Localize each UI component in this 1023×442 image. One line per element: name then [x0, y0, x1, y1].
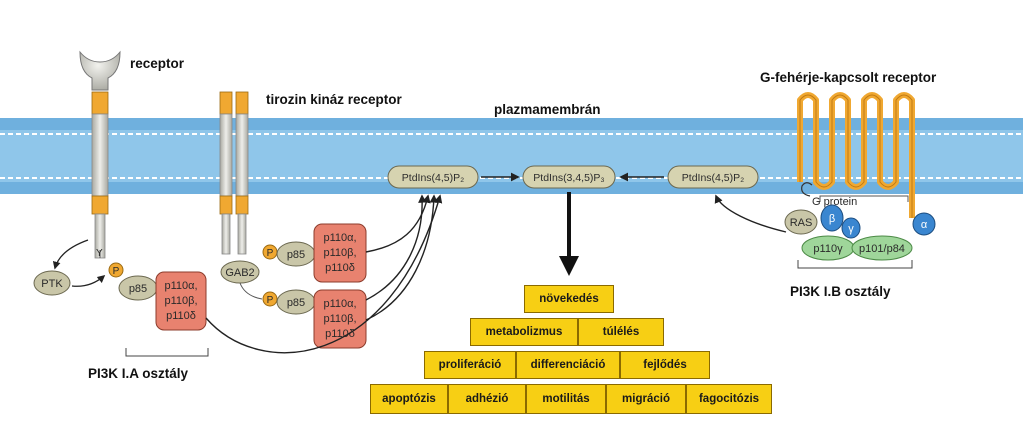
p85-3-label: p85: [287, 297, 305, 309]
p110-box-2: [313, 223, 367, 283]
outcome-apoptozis: apoptózis: [370, 384, 448, 414]
p110a-2: p110α,: [323, 232, 356, 244]
class-ib-bracket: [797, 260, 913, 269]
g-gamma-label: γ: [848, 223, 854, 235]
ptk-node: [33, 270, 71, 296]
p110-box-1: [155, 271, 207, 331]
ras-node: [784, 209, 818, 235]
pip3-label: PtdIns(3,4,5)P₃: [533, 172, 604, 184]
outcome-migracio: migráció: [606, 384, 686, 414]
gab2-label: GAB2: [225, 267, 254, 279]
g-beta-label: β: [829, 213, 835, 225]
class-ia-bracket: [125, 348, 209, 357]
phospho-3-label: P: [267, 295, 274, 306]
p101-label: p101/p84: [859, 243, 905, 255]
p110-box-3: [313, 289, 367, 349]
class-ib-label: PI3K I.B osztály: [790, 284, 891, 299]
phospho-1-label: P: [113, 266, 120, 277]
arrow-ia2b-to-pip2: [365, 194, 427, 301]
outcome-proliferacio: proliferáció: [424, 351, 516, 379]
class-ia-label: PI3K I.A osztály: [88, 366, 189, 381]
arrow-ib-to-pip2: [714, 194, 787, 233]
g-alpha-label: α: [921, 219, 928, 231]
ptk-label: PTK: [41, 278, 63, 290]
outcome-fagocitozis: fagocitózis: [686, 384, 772, 414]
p85-1-label: p85: [129, 283, 147, 295]
g-beta: [820, 204, 844, 232]
outcome-motilitas: motilitás: [526, 384, 606, 414]
g-gamma: [841, 217, 861, 239]
arrow-receptor-to-ptk: [52, 239, 89, 270]
pip3: [522, 165, 616, 189]
g-alpha: [912, 212, 936, 236]
p110d-2: p110δ: [325, 262, 355, 274]
arrow-ia3-to-pip2: [365, 194, 438, 321]
receptor-label: receptor: [130, 56, 185, 71]
phospho-3: [262, 291, 278, 307]
pip2-right-label: PtdIns(4,5)P₂: [682, 172, 744, 184]
outcome-tuleles: túlélés: [578, 318, 664, 346]
pip2-left: [387, 165, 479, 189]
rtk-label: tirozin kináz receptor: [266, 92, 402, 107]
phospho-1: [108, 262, 124, 278]
outcome-differenciacio: differenciáció: [516, 351, 620, 379]
gpcr-outline: [799, 94, 913, 218]
pip2-left-label: PtdIns(4,5)P₂: [402, 172, 464, 184]
gpcr-label: G-fehérje-kapcsolt receptor: [760, 70, 937, 85]
plasma-membrane: [0, 118, 1023, 194]
outcome-adhezio: adhézió: [448, 384, 526, 414]
p85-2-label: p85: [287, 249, 305, 261]
rtk-receptor: [219, 91, 249, 255]
p110b-2: p110β,: [323, 247, 356, 259]
outcome-novekedes: növekedés: [524, 285, 614, 313]
p110d-1: p110δ: [166, 310, 196, 322]
pip2-right: [667, 165, 759, 189]
p110d-3: p110δ: [325, 328, 355, 340]
arrow-ia2-to-pip2: [365, 194, 431, 253]
outcome-fejlodes: fejlődés: [620, 351, 710, 379]
p110a-1: p110α,: [164, 280, 197, 292]
g-protein-label: G protein: [812, 196, 857, 208]
ras-label: RAS: [790, 217, 813, 229]
lipid-anchor: [801, 182, 813, 197]
g-protein-bracket: [819, 195, 909, 202]
membrane-label: plazmamembrán: [494, 102, 601, 117]
gab2-link: [239, 282, 263, 300]
outcome-metabolizmus: metabolizmus: [470, 318, 578, 346]
y-residue: Y: [96, 248, 103, 259]
p110a-3: p110α,: [323, 298, 356, 310]
p110b-1: p110β,: [164, 295, 197, 307]
arrow-ptk-to-p: [71, 274, 106, 287]
receptor-1: [79, 50, 121, 259]
arrow-ia1-to-pip2: [205, 194, 443, 354]
p101-node: [851, 235, 913, 261]
phospho-2-label: P: [267, 248, 274, 259]
p110b-3: p110β,: [323, 313, 356, 325]
p110g-label: p110γ: [813, 243, 843, 255]
